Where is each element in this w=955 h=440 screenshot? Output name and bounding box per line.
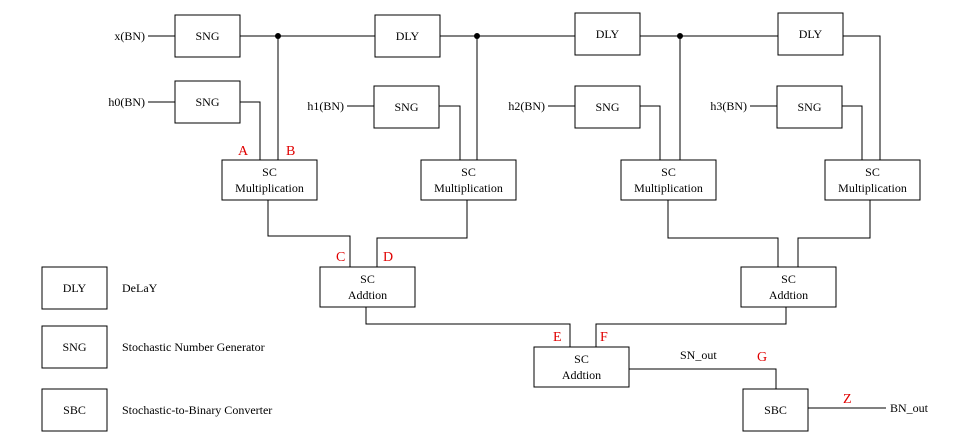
junction-dot [275,33,281,39]
marker-f: F [600,330,608,345]
sc-mult-block-1: SC Multiplication [221,159,318,201]
legend: DLY DeLaY SNG Stochastic Number Generato… [41,266,272,432]
legend-desc: Stochastic Number Generator [122,340,265,354]
sc-mult-block-3: SC Multiplication [620,159,717,201]
wires [148,33,886,409]
marker-z: Z [843,392,852,407]
dly-block-1: DLY [374,14,441,58]
wire-add3-to-sbc [629,368,777,389]
input-label-h2: h2(BN) [508,99,545,113]
marker-c: C [336,250,345,265]
input-label-x: x(BN) [114,29,145,43]
marker-e: E [553,330,562,345]
wire-add1-to-add3 [365,307,571,347]
legend-abbr: SBC [63,403,86,417]
wire-sng-h1-to-mult2 [439,105,461,160]
sc-add-block-2: SC Addtion [740,266,837,308]
sbc-block: SBC [742,388,809,432]
block-label: Addtion [769,288,808,302]
junction-dot [474,33,480,39]
block-label: Multiplication [434,181,503,195]
block-label: SC [661,165,676,179]
block-label: DLY [596,27,620,41]
signal-label-sn-out: SN_out [680,348,717,362]
dly-block-3: DLY [777,12,844,56]
block-label: SC [865,165,880,179]
block-label: SBC [764,403,787,417]
input-label-h0: h0(BN) [108,95,145,109]
dly-block-2: DLY [574,12,641,56]
block-label: DLY [799,27,823,41]
block-label: Multiplication [634,181,703,195]
block-label: SNG [394,100,418,114]
marker-g: G [757,350,767,365]
block-label: SC [360,272,375,286]
sng-h0-block: SNG [174,80,241,124]
legend-abbr: SNG [62,340,86,354]
legend-abbr: DLY [63,281,87,295]
sng-h2-block: SNG [574,85,641,129]
wire-mult2-to-add1 [376,200,468,267]
block-label: Addtion [562,368,601,382]
legend-item-sbc: SBC Stochastic-to-Binary Converter [41,388,272,432]
wire-tap-3 [843,35,881,160]
marker-b: B [286,144,295,159]
block-label: SNG [195,29,219,43]
sng-h3-block: SNG [776,85,843,129]
signal-label-bn-out: BN_out [890,401,929,415]
sng-x-block: SNG [174,14,241,58]
sc-add-block-1: SC Addtion [319,266,416,308]
block-label: SNG [195,95,219,109]
block-label: DLY [396,29,420,43]
junction-dot [677,33,683,39]
wire-mult4-to-add2 [797,200,871,267]
sng-h1-block: SNG [373,85,440,129]
sc-mult-block-2: SC Multiplication [420,159,517,201]
wire-mult3-to-add2 [667,200,779,267]
sc-mult-block-4: SC Multiplication [824,159,921,201]
legend-item-dly: DLY DeLaY [41,266,158,310]
wire-add2-to-add3 [595,307,787,347]
block-label: SC [461,165,476,179]
block-label: SC [574,352,589,366]
marker-d: D [383,250,393,265]
wire-mult1-to-add1 [267,200,351,267]
marker-a: A [238,144,249,159]
wire-sng-h0-to-mult1 [240,101,261,160]
wire-sng-h2-to-mult3 [640,105,661,160]
block-label: Multiplication [235,181,304,195]
sc-add-block-3: SC Addtion [533,346,630,388]
block-label: SNG [797,100,821,114]
legend-desc: DeLaY [122,281,158,295]
input-label-h1: h1(BN) [307,99,344,113]
legend-desc: Stochastic-to-Binary Converter [122,403,272,417]
block-label: SNG [595,100,619,114]
legend-item-sng: SNG Stochastic Number Generator [41,325,265,369]
block-label: Multiplication [838,181,907,195]
wire-sng-h3-to-mult4 [842,105,863,160]
block-label: Addtion [348,288,387,302]
block-label: SC [781,272,796,286]
block-label: SC [262,165,277,179]
input-label-h3: h3(BN) [710,99,747,113]
